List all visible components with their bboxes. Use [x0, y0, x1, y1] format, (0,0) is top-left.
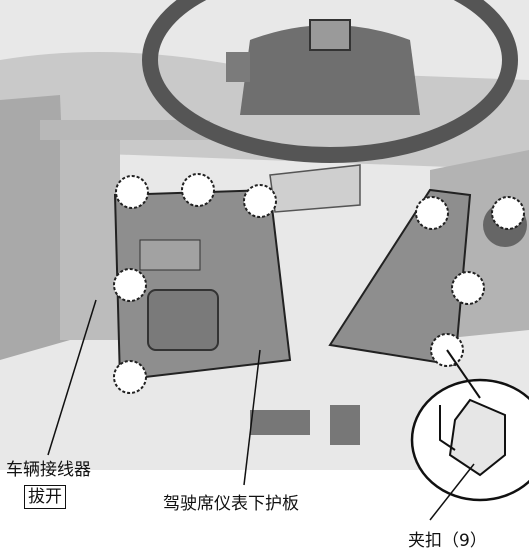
- clip-label: 夹扣（9）: [408, 531, 487, 551]
- pedal-left: [250, 410, 310, 435]
- left-trim: [40, 120, 210, 140]
- connector-leader-line: [47, 299, 97, 456]
- left-pillar: [0, 95, 70, 360]
- connector-action-label: 拔开: [24, 485, 66, 509]
- clip-marker-icon: [451, 271, 485, 305]
- panel-label: 驾驶席仪表下护板: [163, 494, 299, 514]
- clip-marker-icon: [113, 360, 147, 394]
- clip-detail-icon: [410, 349, 529, 502]
- clip-markers: [113, 173, 525, 394]
- pedal-right: [330, 405, 360, 445]
- connector-label: 车辆接线器: [6, 460, 91, 480]
- clip-marker-icon: [115, 175, 149, 209]
- left-wiring-area: [60, 140, 120, 340]
- clip-marker-icon: [491, 196, 525, 230]
- clip-marker-icon: [181, 173, 215, 207]
- panel-leader-line: [243, 349, 261, 486]
- clip-marker-icon: [113, 268, 147, 302]
- panel-pocket: [147, 289, 219, 351]
- right-lower-panel: [328, 188, 472, 367]
- panel-switches: [139, 239, 201, 271]
- clip-marker-icon: [415, 196, 449, 230]
- steering-wheel-icon: [142, 0, 518, 163]
- clip-leader-line: [429, 463, 475, 521]
- clip-marker-icon: [243, 184, 277, 218]
